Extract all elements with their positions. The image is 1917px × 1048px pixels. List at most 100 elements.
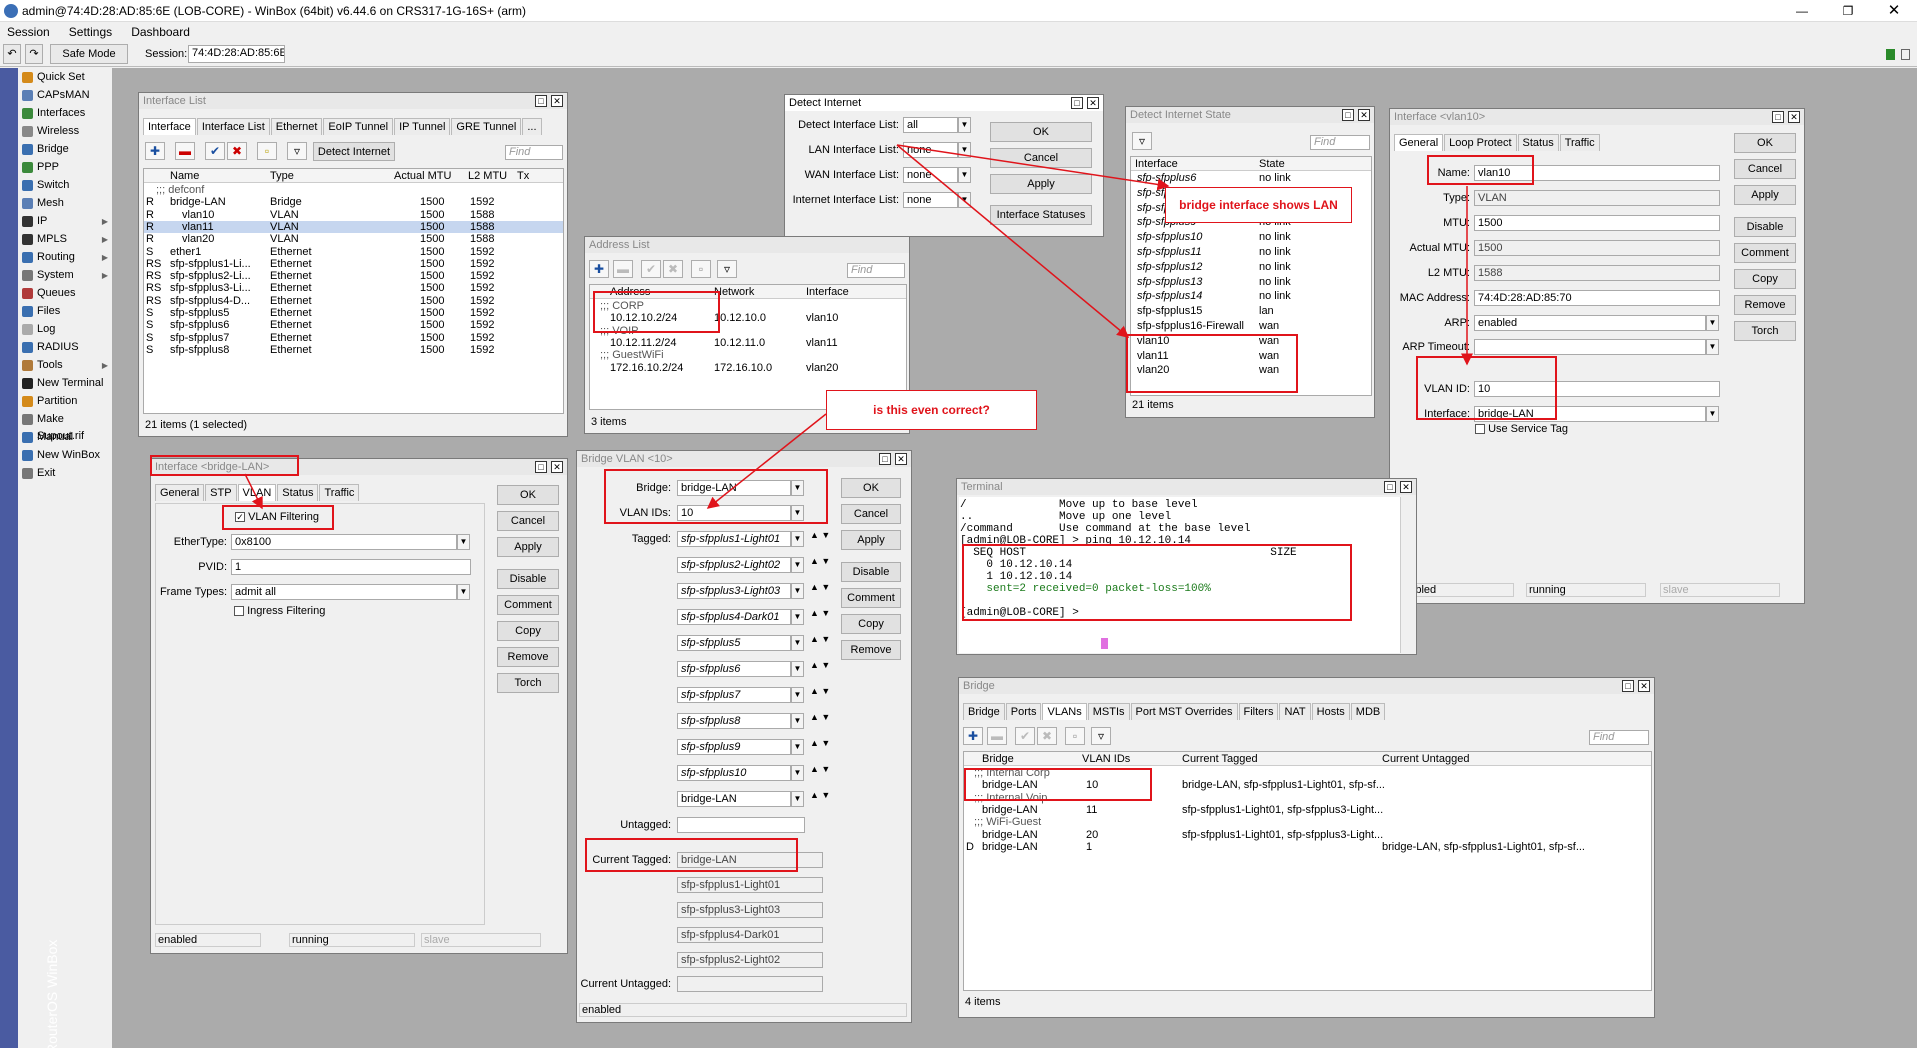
sidebar-item-quick-set[interactable]: Quick Set [20, 69, 112, 86]
remove-icon[interactable]: ▬ [613, 260, 633, 278]
chevron-down-icon[interactable]: ▼ [1706, 406, 1719, 422]
comment-button[interactable]: Comment [841, 588, 901, 608]
add-remove-stepper-icon[interactable]: ▲ ▼ [810, 636, 830, 643]
sidebar-item-bridge[interactable]: Bridge [20, 141, 112, 158]
close-icon[interactable]: ✕ [1788, 111, 1800, 123]
table-row[interactable]: Rbridge-LANBridge15001592 [144, 196, 563, 208]
disable-button[interactable]: Disable [1734, 217, 1796, 237]
disable-icon[interactable]: ✖ [227, 142, 247, 160]
session-field[interactable]: 74:4D:28:AD:85:6E [188, 45, 285, 63]
detect-select-2[interactable]: none [903, 167, 958, 183]
maximize-button[interactable]: ❐ [1830, 2, 1866, 20]
table-row[interactable]: sfp-sfpplus15lan [1131, 305, 1371, 317]
sidebar-item-make-supout-rif[interactable]: Make Supout.rif [20, 411, 112, 428]
sidebar-item-mesh[interactable]: Mesh [20, 195, 112, 212]
tagged-select[interactable]: sfp-sfpplus9 [677, 739, 791, 755]
close-icon[interactable]: ✕ [551, 461, 563, 473]
table-row[interactable]: sfp-sfpplus13no link [1131, 276, 1371, 288]
tagged-select[interactable]: sfp-sfpplus6 [677, 661, 791, 677]
tab-[interactable]: ... [522, 118, 541, 135]
table-row[interactable]: Rvlan11VLAN15001588 [144, 221, 563, 233]
col-interface[interactable]: Interface [1135, 158, 1178, 170]
cancel-button[interactable]: Cancel [990, 148, 1092, 168]
sidebar-item-system[interactable]: System▶ [20, 267, 112, 284]
chevron-down-icon[interactable]: ▼ [791, 583, 804, 599]
tab-stp[interactable]: STP [205, 484, 236, 501]
table-row[interactable]: Ssfp-sfpplus8Ethernet15001592 [144, 344, 563, 356]
tagged-select[interactable]: bridge-LAN [677, 791, 791, 807]
col-actual-mtu[interactable]: Actual MTU [394, 170, 451, 182]
cancel-button[interactable]: Cancel [1734, 159, 1796, 179]
redo-icon[interactable]: ↷ [25, 44, 43, 64]
apply-button[interactable]: Apply [1734, 185, 1796, 205]
add-remove-stepper-icon[interactable]: ▲ ▼ [810, 688, 830, 695]
chevron-down-icon[interactable]: ▼ [791, 687, 804, 703]
add-remove-stepper-icon[interactable]: ▲ ▼ [810, 792, 830, 799]
add-remove-stepper-icon[interactable]: ▲ ▼ [810, 740, 830, 747]
table-row[interactable]: ;;; defconf [144, 184, 563, 196]
close-icon[interactable]: ✕ [1358, 109, 1370, 121]
col-current-tagged[interactable]: Current Tagged [1182, 753, 1258, 765]
enable-icon[interactable]: ✔ [641, 260, 661, 278]
undo-icon[interactable]: ↶ [3, 44, 21, 64]
chevron-down-icon[interactable]: ▼ [791, 765, 804, 781]
col-l2-mtu[interactable]: L2 MTU [468, 170, 507, 182]
chevron-down-icon[interactable]: ▼ [958, 192, 971, 208]
table-row[interactable]: ;;; GuestWiFi [590, 349, 906, 361]
close-icon[interactable]: ✕ [1400, 481, 1412, 493]
restore-icon[interactable]: □ [1071, 97, 1083, 109]
tab-hosts[interactable]: Hosts [1312, 703, 1350, 720]
close-icon[interactable]: ✕ [1638, 680, 1650, 692]
col-tx[interactable]: Tx [517, 170, 529, 182]
find-input[interactable]: Find [847, 263, 905, 278]
disable-icon[interactable]: ✖ [1037, 727, 1057, 745]
remove-button[interactable]: Remove [1734, 295, 1796, 315]
sidebar-item-partition[interactable]: Partition [20, 393, 112, 410]
sidebar-item-files[interactable]: Files [20, 303, 112, 320]
tab-ip-tunnel[interactable]: IP Tunnel [394, 118, 450, 135]
sidebar-item-log[interactable]: Log [20, 321, 112, 338]
restore-icon[interactable]: □ [535, 461, 547, 473]
add-remove-stepper-icon[interactable]: ▲ ▼ [810, 532, 830, 539]
tagged-select[interactable]: sfp-sfpplus10 [677, 765, 791, 781]
sidebar-item-queues[interactable]: Queues [20, 285, 112, 302]
table-row[interactable]: Dbridge-LAN1bridge-LAN, sfp-sfpplus1-Lig… [964, 841, 1651, 853]
tagged-select[interactable]: sfp-sfpplus5 [677, 635, 791, 651]
comment-icon[interactable]: ▫ [1065, 727, 1085, 745]
safe-mode-button[interactable]: Safe Mode [50, 44, 128, 64]
find-input[interactable]: Find [1589, 730, 1649, 745]
tab-general[interactable]: General [1394, 134, 1443, 151]
table-row[interactable]: Rvlan20VLAN15001588 [144, 233, 563, 245]
table-row[interactable]: 172.16.10.2/24172.16.10.0vlan20 [590, 362, 906, 374]
sidebar-item-manual[interactable]: Manual [20, 429, 112, 446]
close-icon[interactable]: ✕ [551, 95, 563, 107]
table-row[interactable]: Ssfp-sfpplus6Ethernet15001592 [144, 319, 563, 331]
table-row[interactable]: bridge-LAN11sfp-sfpplus1-Light01, sfp-sf… [964, 804, 1651, 816]
menu-settings[interactable]: Settings [69, 22, 112, 39]
disable-icon[interactable]: ✖ [663, 260, 683, 278]
col-state[interactable]: State [1259, 158, 1285, 170]
table-row[interactable]: Ssfp-sfpplus7Ethernet15001592 [144, 332, 563, 344]
cancel-button[interactable]: Cancel [497, 511, 559, 531]
col-current-untagged[interactable]: Current Untagged [1382, 753, 1469, 765]
table-row[interactable]: 10.12.11.2/2410.12.11.0vlan11 [590, 337, 906, 349]
torch-button[interactable]: Torch [1734, 321, 1796, 341]
tab-eoip-tunnel[interactable]: EoIP Tunnel [323, 118, 393, 135]
table-row[interactable]: RSsfp-sfpplus4-D...Ethernet15001592 [144, 295, 563, 307]
disable-button[interactable]: Disable [497, 569, 559, 589]
remove-icon[interactable]: ▬ [987, 727, 1007, 745]
tab-interface[interactable]: Interface [143, 118, 196, 135]
tab-mstis[interactable]: MSTIs [1088, 703, 1130, 720]
field-mac-address[interactable]: 74:4D:28:AD:85:70 [1474, 290, 1720, 306]
tab-general[interactable]: General [155, 484, 204, 501]
restore-icon[interactable]: □ [535, 95, 547, 107]
tab-interface-list[interactable]: Interface List [197, 118, 270, 135]
col-bridge[interactable]: Bridge [982, 753, 1014, 765]
col-vlan-ids[interactable]: VLAN IDs [1082, 753, 1130, 765]
enable-icon[interactable]: ✔ [1015, 727, 1035, 745]
chevron-down-icon[interactable]: ▼ [958, 142, 971, 158]
sidebar-item-exit[interactable]: Exit [20, 465, 112, 482]
chevron-down-icon[interactable]: ▼ [1706, 339, 1719, 355]
restore-icon[interactable]: □ [1622, 680, 1634, 692]
table-row[interactable]: sfp-sfpplus12no link [1131, 261, 1371, 273]
